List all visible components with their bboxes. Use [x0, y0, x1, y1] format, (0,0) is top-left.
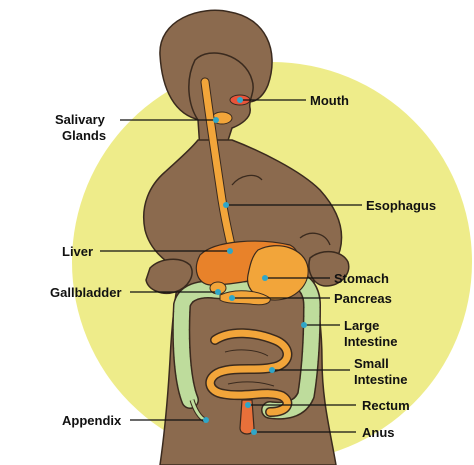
chest-contour-right — [299, 232, 331, 246]
label-salivary-line2: Glands — [62, 128, 106, 143]
label-pancreas: Pancreas — [334, 291, 392, 306]
label-stomach: Stomach — [334, 271, 389, 286]
leaders — [100, 97, 362, 435]
label-anus: Anus — [362, 425, 395, 440]
dot-pancreas — [229, 295, 235, 301]
left-arm — [145, 258, 193, 294]
label-small-intestine-line1: Small — [354, 356, 389, 371]
dot-liver — [227, 248, 233, 254]
label-rectum: Rectum — [362, 398, 410, 413]
label-gallbladder: Gallbladder — [50, 285, 122, 300]
label-small-intestine-line2: Intestine — [354, 372, 407, 387]
dot-esophagus — [223, 202, 229, 208]
dot-large-intestine — [301, 322, 307, 328]
rectum-shape — [239, 399, 255, 435]
chest-contour — [231, 174, 263, 186]
dot-gallbladder — [215, 289, 221, 295]
dot-rectum — [245, 402, 251, 408]
small-intestine-shape — [205, 328, 293, 417]
body-silhouette — [143, 9, 350, 465]
head — [188, 52, 254, 151]
dot-appendix — [203, 417, 209, 423]
label-large-intestine-line1: Large — [344, 318, 379, 333]
dot-salivary — [213, 117, 219, 123]
dot-stomach — [262, 275, 268, 281]
labels: Mouth Salivary Glands Esophagus Liver St… — [50, 93, 436, 440]
dot-small-intestine — [269, 367, 275, 373]
label-liver: Liver — [62, 244, 93, 259]
label-large-intestine-line2: Intestine — [344, 334, 397, 349]
esophagus-fill — [201, 78, 236, 254]
dot-mouth — [237, 97, 243, 103]
label-mouth: Mouth — [310, 93, 349, 108]
dot-anus — [251, 429, 257, 435]
label-appendix: Appendix — [62, 413, 122, 428]
label-esophagus: Esophagus — [366, 198, 436, 213]
label-salivary-line1: Salivary — [55, 112, 106, 127]
stomach-shape — [247, 245, 309, 301]
